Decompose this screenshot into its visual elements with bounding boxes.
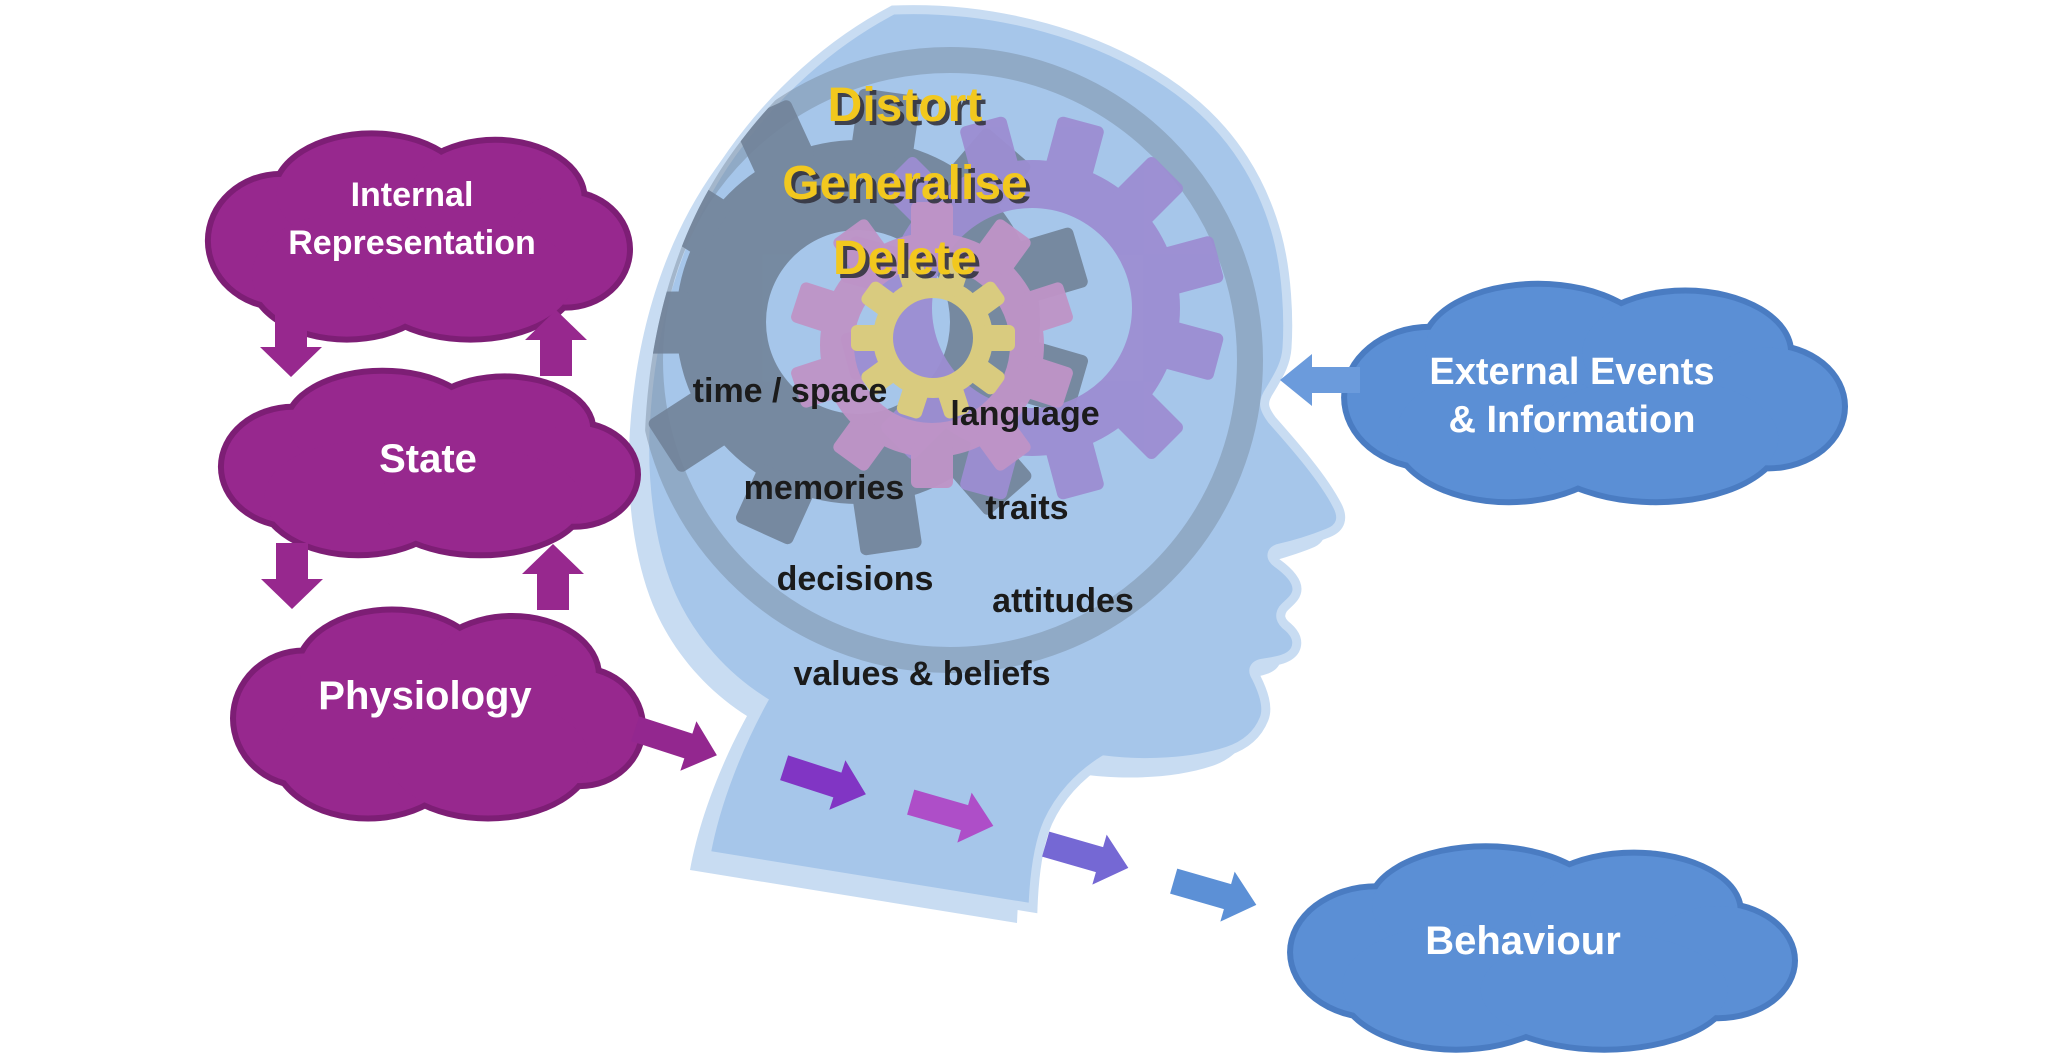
process-delete: Delete: [833, 232, 977, 285]
filter-values-beliefs: values & beliefs: [793, 655, 1050, 693]
chain-arrow-2-icon: [780, 755, 866, 810]
filter-attitudes: attitudes: [992, 582, 1134, 620]
down-arrow-state-to-physiology-icon: [261, 543, 323, 609]
filter-language: language: [950, 395, 1099, 433]
process-generalise-shadow: Generalise: [786, 161, 1031, 214]
head-gears: [644, 47, 1263, 673]
process-distort: Distort: [828, 79, 983, 132]
left-arrow-external-to-head-icon: [1280, 354, 1360, 406]
state-cloud: [217, 367, 641, 559]
clouds-layer: [204, 130, 1848, 1053]
process-distort-shadow: Distort: [832, 83, 987, 136]
filter-memories: memories: [744, 469, 905, 507]
up-arrow-physiology-to-state-icon: [522, 544, 584, 610]
arrows-layer: [260, 310, 1360, 922]
physiology-cloud: [230, 606, 646, 822]
internal-representation-cloud: [204, 130, 633, 343]
external-events-label-line2: & Information: [1449, 399, 1696, 441]
external-events-cloud: [1341, 280, 1848, 506]
internal-representation-label-line1: Internal: [351, 176, 474, 214]
down-arrow-ir-to-state-icon: [260, 311, 322, 377]
physiology-label: Physiology: [318, 674, 532, 718]
chain-arrow-3-icon: [907, 789, 994, 843]
behaviour-label: Behaviour: [1425, 919, 1621, 963]
filter-time-space: time / space: [693, 372, 888, 410]
up-arrow-state-to-ir-icon: [525, 310, 587, 376]
internal-representation-label-line2: Representation: [288, 224, 536, 262]
state-label: State: [379, 437, 477, 481]
chain-arrow-4-icon: [1042, 831, 1129, 885]
external-events-label-line1: External Events: [1429, 351, 1714, 393]
process-generalise: Generalise: [782, 157, 1027, 210]
chain-arrow-5-icon: [1170, 868, 1257, 922]
behaviour-cloud: [1287, 843, 1798, 1053]
filter-traits: traits: [985, 489, 1068, 527]
chain-arrow-1-icon: [631, 716, 717, 771]
gear-yellow-icon: [851, 257, 1015, 419]
text-layer: Distort Generalise Delete Distort Genera…: [288, 79, 1714, 963]
filter-decisions: decisions: [777, 560, 934, 598]
process-delete-shadow: Delete: [837, 236, 981, 289]
